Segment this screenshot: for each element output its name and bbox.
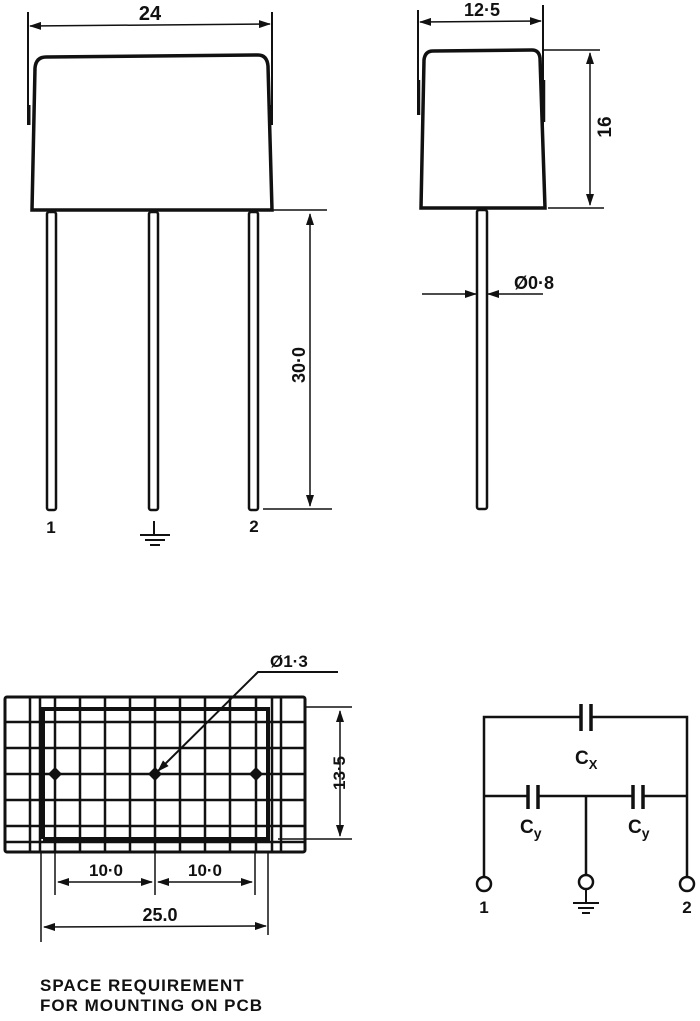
pitch-left-label: 10·0: [89, 861, 123, 880]
hole-diameter-label: Ø1·3: [270, 652, 308, 671]
pitch-right-label: 10·0: [188, 861, 222, 880]
pcb-hole-dots: [48, 767, 263, 781]
pin-2-label: 2: [249, 517, 258, 536]
lead-diameter-label: Ø0·8: [514, 273, 554, 293]
pcb-footprint: [3, 671, 352, 942]
side-view: [417, 5, 604, 511]
circuit-schematic: [475, 704, 696, 914]
side-depth-label: 12·5: [464, 0, 500, 20]
caption-line-2: FOR MOUNTING ON PCB: [40, 996, 263, 1015]
caption-line-1: SPACE REQUIREMENT: [40, 976, 245, 995]
terminal-ground: [577, 873, 595, 891]
cx-label: CX: [575, 748, 598, 772]
hole-pin-1: [48, 767, 62, 781]
pcb-caption: SPACE REQUIREMENT FOR MOUNTING ON PCB: [40, 976, 263, 1016]
cy-left-label: Cy: [520, 817, 542, 841]
terminal-2: [678, 875, 696, 893]
hole-pin-2: [249, 767, 263, 781]
side-height-label: 16: [595, 116, 616, 137]
terminal-1: [475, 875, 493, 893]
cy-right-label: Cy: [628, 817, 650, 841]
terminal-1-label: 1: [479, 898, 488, 917]
lead-length-label: 30·0: [289, 347, 309, 383]
footprint-height-label: 13·5: [330, 756, 349, 790]
hole-pin-ground: [148, 767, 162, 781]
ground-icon: [140, 521, 170, 546]
front-width-label: 24: [139, 3, 162, 25]
front-view: [27, 12, 332, 546]
pin-1-label: 1: [46, 518, 55, 537]
terminal-2-label: 2: [682, 898, 691, 917]
ground-icon: [573, 889, 599, 914]
overall-width-label: 25.0: [142, 905, 177, 925]
